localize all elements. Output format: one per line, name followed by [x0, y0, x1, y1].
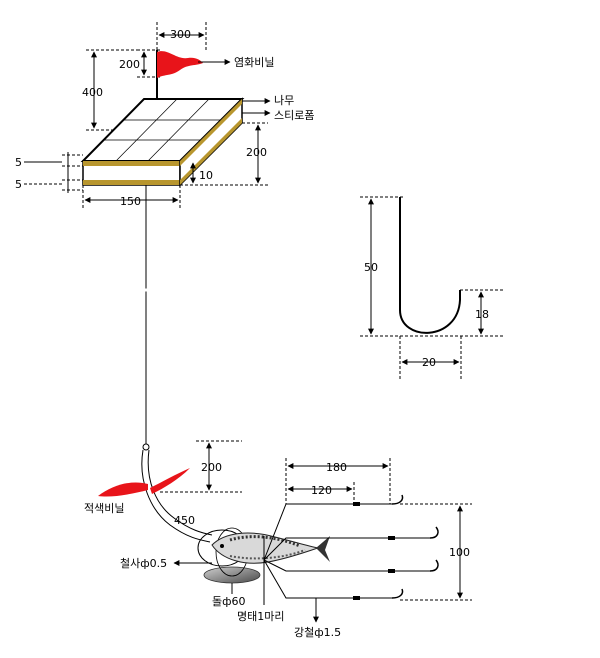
- hook-width-label: 20: [422, 356, 436, 369]
- lower-assembly: 200 적색비닐 450 철사ф0.5 돌ф60 명태1마리: [84, 440, 472, 639]
- span-100-label: 100: [449, 546, 470, 559]
- steel-wire-label: 강철ф1.5: [294, 626, 341, 639]
- swivel-ring: [142, 443, 150, 451]
- layer-top-label: 5: [15, 156, 22, 169]
- hook-3: [429, 559, 439, 572]
- arm-450-label: 450: [174, 514, 195, 527]
- hook-height-label: 50: [364, 261, 378, 274]
- thickness-label: 10: [199, 169, 213, 182]
- hook-1: [391, 494, 404, 505]
- float-wood-layer-top: [83, 161, 180, 166]
- crimp-beads: [353, 502, 395, 600]
- wire-label: 철사ф0.5: [120, 557, 167, 570]
- float-width-label: 150: [120, 195, 141, 208]
- stone: [203, 566, 261, 584]
- layer-bottom-label: 5: [15, 178, 22, 191]
- streamer-height-label: 200: [201, 461, 222, 474]
- hook-2: [429, 526, 439, 539]
- wood-label: 나무: [274, 94, 294, 107]
- pollock-label: 명태1마리: [237, 610, 284, 623]
- hook-shape: [399, 197, 461, 334]
- float-offset-label: 200: [246, 146, 267, 159]
- pollock-fish: [211, 532, 330, 564]
- hook-detail: 50 18 20: [360, 196, 505, 380]
- branch-180-label: 180: [326, 461, 347, 474]
- branch-120-label: 120: [311, 484, 332, 497]
- tube-outer: [141, 449, 211, 543]
- float-side-wood-top: [180, 99, 242, 166]
- flag-height-label: 200: [119, 58, 140, 71]
- flag-width-label: 300: [170, 28, 191, 41]
- float-assembly: 300 200 400 염화비닐: [15, 22, 314, 210]
- hook-tip-label: 18: [475, 308, 489, 321]
- flag-vinyl-label: 염화비닐: [234, 56, 274, 69]
- red-vinyl-label: 적색비닐: [84, 502, 124, 515]
- styrofoam-label: 스티로폼: [274, 109, 314, 122]
- stone-label: 돌ф60: [212, 595, 246, 608]
- branch-bottom: [263, 559, 392, 599]
- float-wood-layer-bottom: [83, 180, 180, 185]
- hook-4: [391, 588, 404, 599]
- pole-height-label: 400: [82, 86, 103, 99]
- branch-2: [263, 537, 430, 561]
- streamer-right: [150, 468, 190, 494]
- streamer-left: [98, 482, 148, 497]
- flag-shape: [157, 51, 203, 78]
- tube-inner: [147, 449, 213, 536]
- branch-3: [263, 559, 430, 572]
